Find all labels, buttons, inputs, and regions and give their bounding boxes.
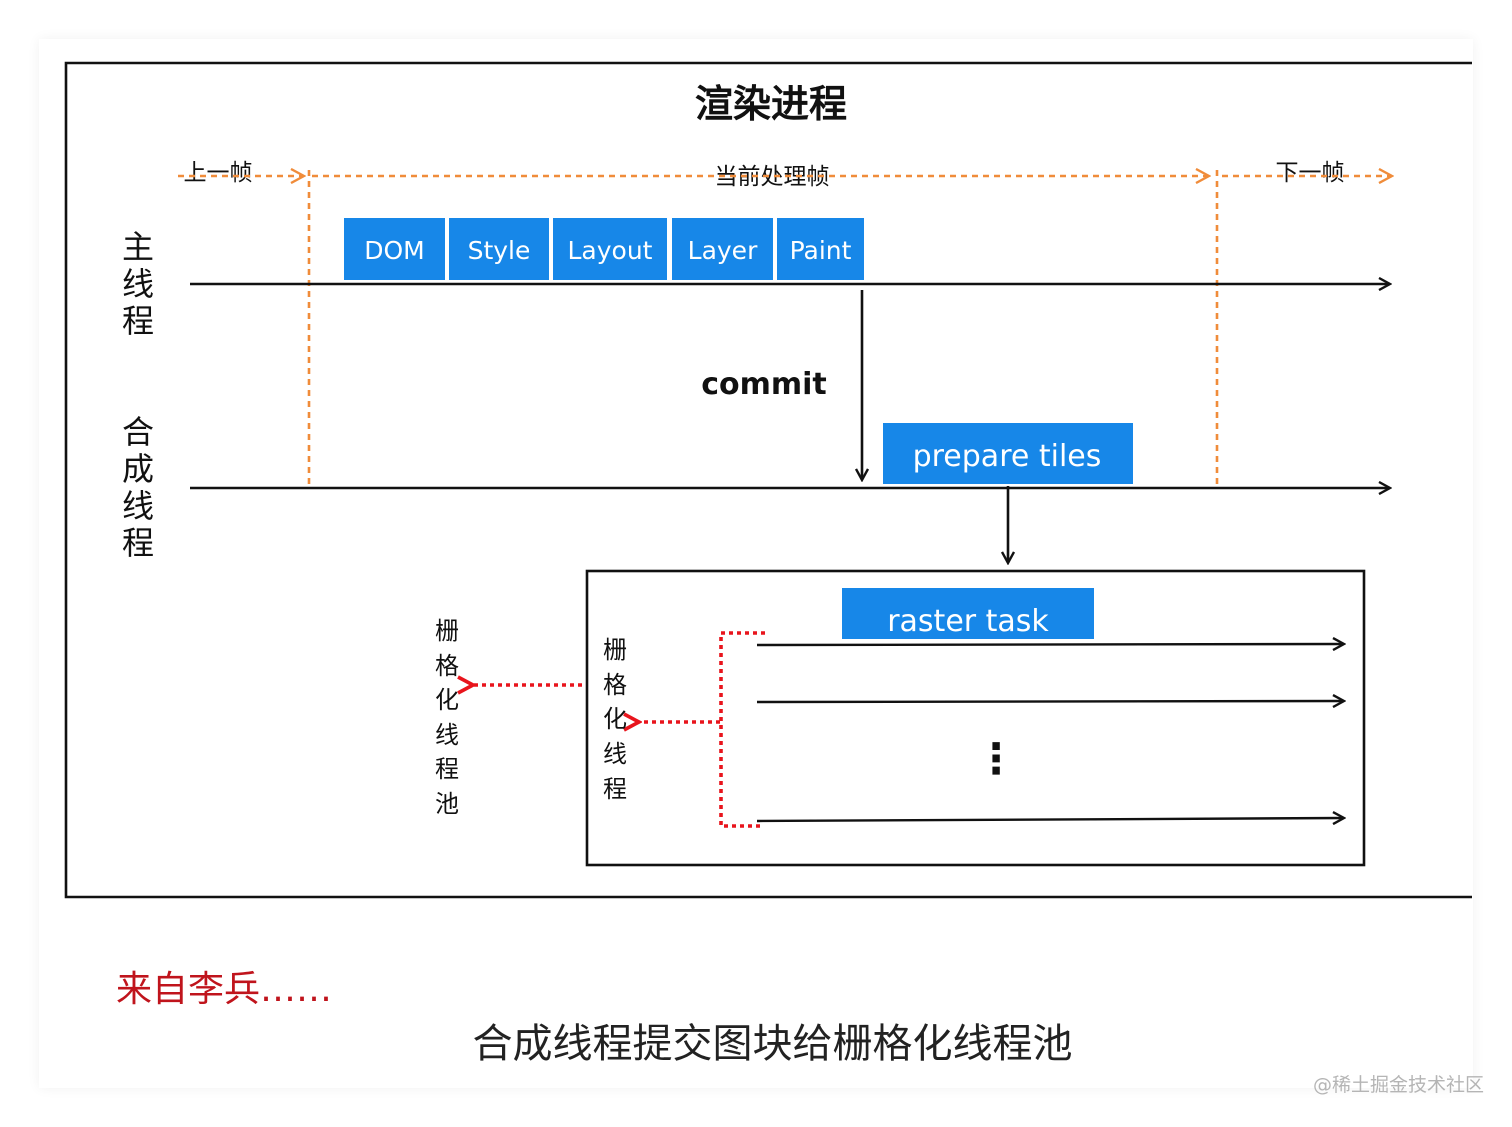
- raster-pool-char: 线: [435, 721, 459, 749]
- main-thread-label: 主 线 程: [122, 228, 154, 340]
- source-note: 来自李兵……: [116, 969, 333, 1010]
- compositor-thread-char: 成: [122, 450, 154, 488]
- outer-frame: [64, 61, 1472, 899]
- frame-label-next: 下一帧: [1276, 160, 1345, 186]
- raster-thread-char: 线: [603, 740, 627, 768]
- watermark: @稀土掘金技术社区: [1312, 1074, 1484, 1096]
- raster-pool-label: 栅 格 化 线 程 池: [435, 617, 459, 818]
- raster-pool-char: 栅: [435, 617, 459, 645]
- commit-label: commit: [701, 367, 827, 402]
- task-box-layout: [553, 218, 667, 280]
- raster-pool-char: 格: [435, 652, 459, 680]
- task-box-dom: [344, 218, 445, 280]
- raster-ellipsis: ⋮: [975, 734, 1017, 783]
- main-thread-char: 主: [122, 228, 154, 266]
- prepare-tiles-box: [883, 423, 1133, 484]
- prepare-tiles-label: prepare tiles: [913, 439, 1102, 474]
- raster-task-box: [842, 588, 1094, 639]
- raster-pool-char: 池: [435, 790, 459, 818]
- task-box-layer: [672, 218, 773, 280]
- task-label-layout: Layout: [568, 236, 653, 265]
- task-box-paint: [777, 218, 864, 280]
- diagram-title: 渲染进程: [695, 82, 847, 126]
- raster-pool-char: 化: [435, 686, 459, 714]
- raster-thread-char: 栅: [603, 636, 627, 664]
- compositor-thread-label: 合 成 线 程: [122, 413, 154, 562]
- task-box-style: [449, 218, 549, 280]
- task-label-paint: Paint: [790, 236, 852, 265]
- raster-bracket: [719, 631, 765, 828]
- raster-task-label: raster task: [887, 604, 1049, 639]
- raster-timeline-3: [756, 818, 1344, 821]
- main-thread-char: 程: [122, 302, 154, 340]
- compositor-thread-char: 合: [122, 413, 154, 451]
- raster-pool-char: 程: [435, 755, 459, 783]
- raster-thread-label: 栅 格 化 线 程: [603, 636, 627, 803]
- raster-thread-char: 化: [603, 705, 627, 733]
- main-thread-tasks: DOM Style Layout Layer Paint: [344, 218, 864, 280]
- compositor-thread-char: 线: [122, 487, 154, 525]
- raster-thread-char: 程: [603, 775, 627, 803]
- task-label-layer: Layer: [688, 236, 758, 265]
- frame-label-prev: 上一帧: [184, 160, 253, 186]
- task-label-style: Style: [468, 236, 531, 265]
- raster-thread-box: [585, 569, 1366, 867]
- raster-timeline-1: [756, 644, 1344, 645]
- raster-thread-char: 格: [603, 671, 627, 699]
- figure-card: [39, 39, 1473, 1088]
- main-thread-char: 线: [122, 265, 154, 303]
- figure-caption: 合成线程提交图块给栅格化线程池: [472, 1021, 1073, 1067]
- task-label-dom: DOM: [364, 236, 425, 265]
- raster-timeline-2: [756, 701, 1344, 702]
- compositor-thread-char: 程: [122, 524, 154, 562]
